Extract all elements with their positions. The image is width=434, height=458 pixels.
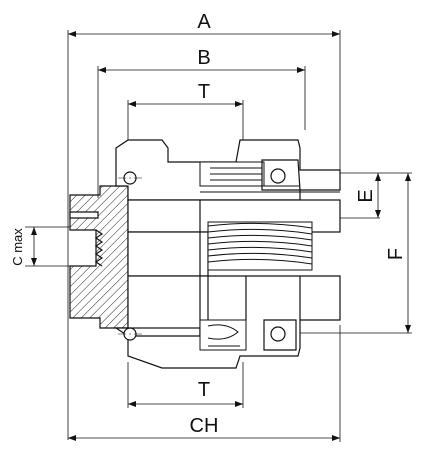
label-e: E — [355, 189, 377, 202]
threaded-section — [207, 221, 313, 271]
clamp-fingers-bottom — [199, 319, 247, 351]
center-lines — [118, 177, 142, 335]
label-t-top: T — [198, 81, 210, 103]
clamp-fingers-top — [199, 161, 340, 193]
dimension-arrows — [31, 31, 411, 441]
label-t-bottom: T — [198, 379, 210, 401]
dimension-lines — [25, 30, 412, 442]
label-f: F — [385, 248, 407, 260]
label-b: B — [197, 47, 210, 69]
label-a: A — [197, 11, 211, 33]
screw-holes — [123, 159, 301, 351]
label-c-max: C max — [10, 228, 25, 266]
label-ch: CH — [190, 415, 219, 437]
